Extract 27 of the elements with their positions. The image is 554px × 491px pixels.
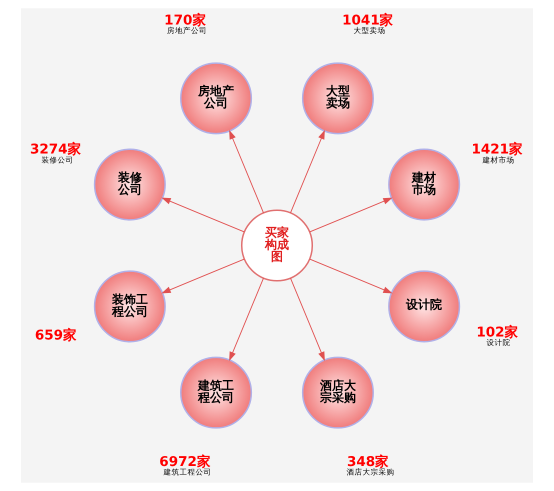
node-label: 6972家 [159, 454, 211, 470]
arrow [309, 258, 393, 294]
arrow [161, 258, 245, 294]
node-circle: 建材市场 [388, 148, 460, 221]
node-circle: 买家构成图 [240, 209, 314, 282]
node-circle: 装饰工程公司 [94, 270, 166, 342]
node-circle: 大型卖场 [302, 62, 374, 134]
node-circle: 装修公司 [94, 148, 166, 221]
node-circle: 建筑工程公司 [180, 356, 252, 429]
node-label: 设计院 [486, 338, 510, 348]
node-label: 建材市场 [482, 155, 515, 164]
node-label: 装修公司 [41, 155, 74, 164]
arrow [290, 130, 325, 214]
arrow [229, 278, 264, 362]
node-label: 659家 [34, 327, 78, 344]
arrow [161, 198, 245, 232]
arrow [290, 278, 325, 362]
node-label: 建筑工程公司 [163, 467, 212, 476]
node-label: 房地产公司 [167, 26, 208, 36]
node-circle: 酒店大宗采购 [302, 356, 374, 429]
node-label: 大型卖场 [353, 26, 386, 36]
arrow [229, 130, 264, 214]
node-circle: 设计院 [388, 270, 460, 342]
arrow [309, 198, 393, 232]
node-label: 102家 [476, 324, 519, 340]
node-label: 酒店大宗采购 [346, 467, 394, 476]
node-circle: 房地产公司 [180, 62, 252, 134]
